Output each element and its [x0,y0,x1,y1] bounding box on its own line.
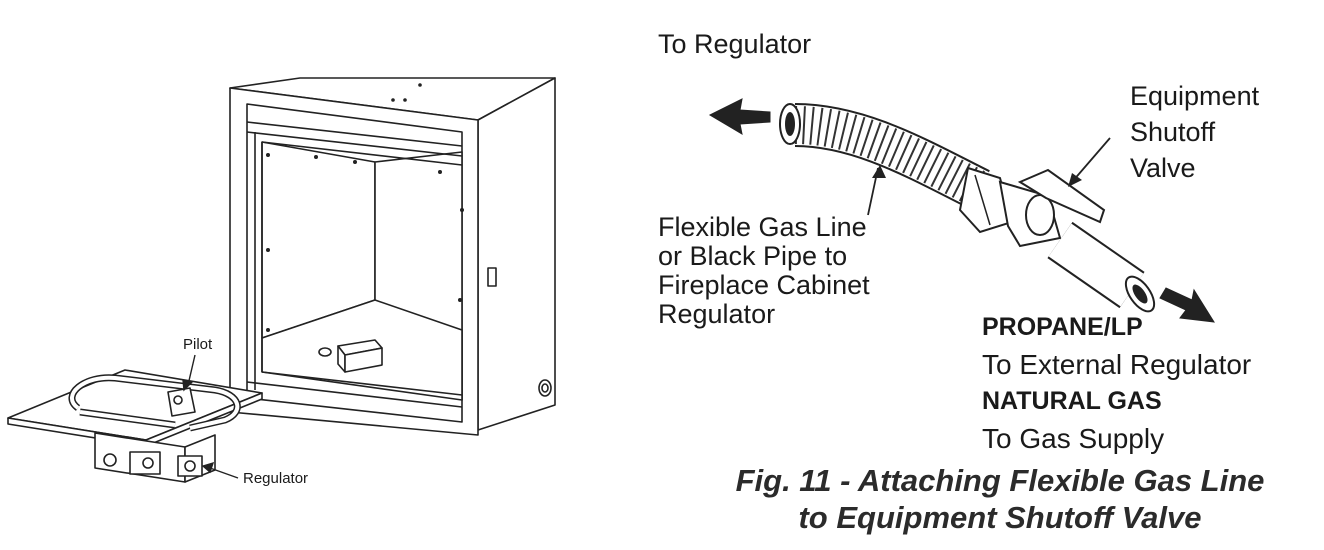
arrow-to-supply-icon [1159,287,1215,323]
leader-lines [182,354,239,479]
pilot-label: Pilot [183,336,213,353]
equipment-shutoff-valve-line-1: Equipment [1130,81,1260,111]
fireplace-cabinet [229,77,556,436]
equipment-shutoff-valve-line-3: Valve [1130,153,1196,183]
burner-tray [7,369,263,483]
equipment-shutoff-valve-line-2: Shutoff [1130,117,1216,147]
natural-gas-label: NATURAL GAS [982,387,1162,415]
cabinet-fastener-dots [266,83,464,332]
flexible-gas-line-line-1: Flexible Gas Line [658,212,867,242]
flexible-gas-line-line-2: or Black Pipe to [658,241,848,271]
arrow-to-regulator-icon [708,98,771,136]
equipment-shutoff-valve-label: Equipment Shutoff Valve [1130,78,1259,186]
fuel-notes: PROPANE/LP To External Regulator NATURAL… [982,309,1251,457]
flexible-gas-line-label: Flexible Gas Line or Black Pipe to Firep… [658,213,870,329]
regulator-label: Regulator [243,470,309,487]
figure-caption-line-1: Fig. 11 - Attaching Flexible Gas Line [735,463,1265,498]
direction-arrows [708,98,1215,323]
to-regulator-label: To Regulator [658,29,812,59]
figure-caption-line-2: to Equipment Shutoff Valve [798,500,1202,535]
flex-gas-line [779,103,1156,313]
propane-lp-label: PROPANE/LP [982,313,1143,341]
flexible-gas-line-line-3: Fireplace Cabinet [658,270,870,300]
to-gas-supply-label: To Gas Supply [982,423,1165,454]
to-external-regulator-label: To External Regulator [982,349,1252,380]
flexible-gas-line-line-4: Regulator [658,299,776,329]
